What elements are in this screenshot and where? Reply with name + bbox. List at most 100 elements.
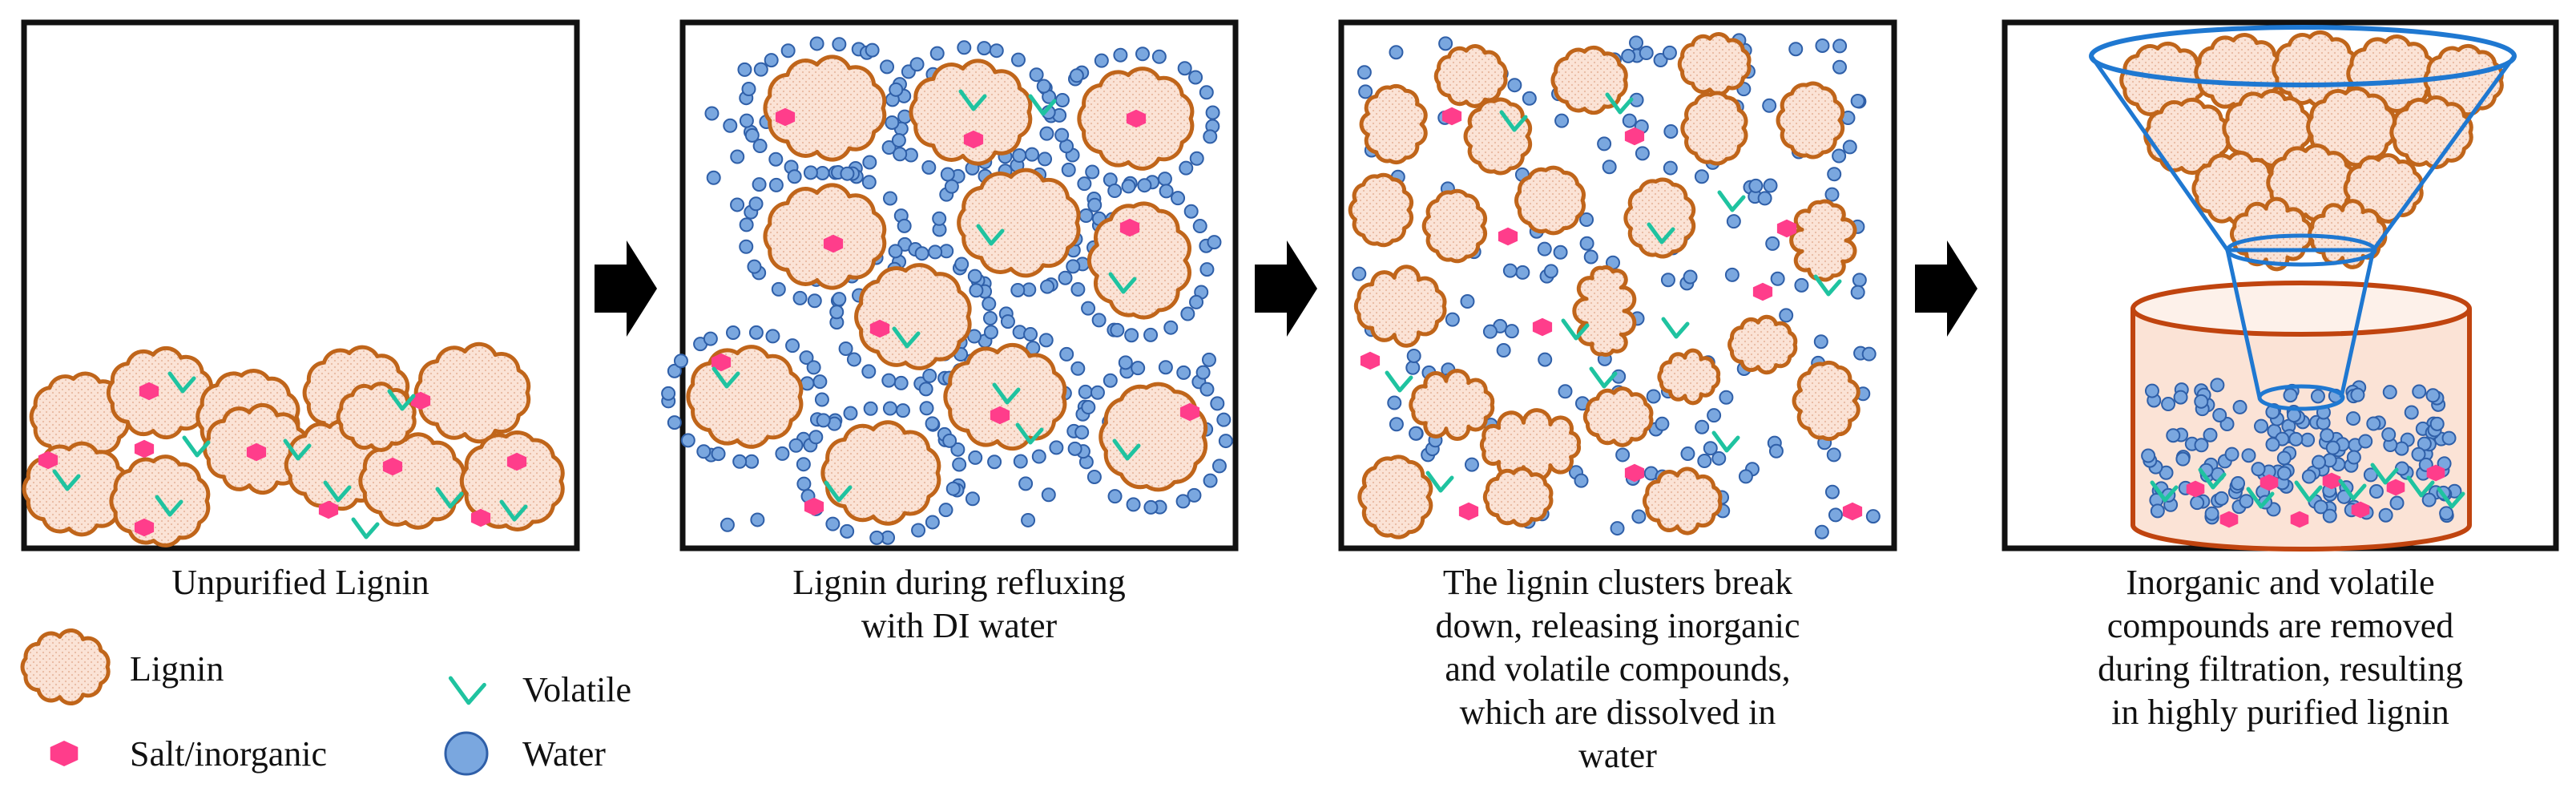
water-molecule (829, 305, 845, 320)
water-molecule (2325, 440, 2340, 455)
water-molecule (1021, 512, 1036, 527)
water-molecule (1762, 98, 1777, 113)
water-molecule (1724, 267, 1740, 282)
water-molecule (885, 115, 900, 130)
water-molecule (1832, 59, 1847, 75)
water-molecule (1203, 473, 1218, 488)
water-molecule (1543, 264, 1558, 279)
salt-particle (711, 353, 732, 372)
lignin-cluster (909, 59, 1033, 166)
water-molecule (1653, 53, 1668, 68)
water-molecule (1703, 441, 1718, 456)
water-molecule (1583, 249, 1598, 265)
water-molecule (1615, 447, 1631, 463)
water-molecule (1180, 306, 1195, 321)
water-molecule (1176, 365, 1191, 380)
water-molecule (1159, 184, 1174, 199)
water-molecule (942, 433, 957, 448)
funnel-rim (2089, 25, 2517, 87)
volatile-molecule (351, 517, 380, 539)
salt-particle (1498, 227, 1518, 246)
lignin-cluster (763, 55, 887, 162)
lignin-cluster (1099, 382, 1208, 492)
water-molecule (2276, 466, 2292, 481)
water-molecule (1107, 489, 1123, 504)
volatile-molecule (976, 224, 1005, 246)
lignin-cluster (336, 382, 417, 452)
volatile-molecule (1561, 318, 1590, 341)
water-molecule (1143, 499, 1159, 515)
water-molecule (1087, 197, 1103, 212)
volatile-molecule (2406, 475, 2435, 498)
water-molecule (723, 118, 738, 133)
lignin-cluster (957, 168, 1081, 278)
salt-particle (804, 497, 824, 516)
volatile-molecule (824, 480, 853, 503)
lignin-cluster (1680, 91, 1748, 166)
water-molecule (667, 363, 682, 378)
water-molecule (2425, 388, 2441, 403)
volatile-molecule (1028, 94, 1057, 116)
water-molecule (2322, 508, 2337, 523)
water-molecule (929, 46, 945, 61)
water-molecule (919, 401, 934, 416)
volatile-molecule (2370, 463, 2399, 485)
lignin-cluster (1479, 408, 1581, 482)
salt-particle (1624, 463, 1645, 483)
water-molecule (661, 386, 676, 401)
funnel-group (2089, 25, 2517, 411)
water-molecule (987, 455, 1002, 470)
water-molecule (1814, 524, 1829, 539)
water-molecule (2346, 450, 2361, 465)
volatile-molecule (2246, 487, 2275, 509)
water-molecule (895, 403, 910, 418)
lignin-cluster (1582, 386, 1654, 447)
water-molecule (954, 257, 970, 272)
salt-particle (410, 391, 431, 410)
water-molecule (925, 515, 940, 530)
water-molecule (891, 133, 906, 148)
water-molecule (1502, 263, 1518, 278)
salt-particle (2186, 480, 2205, 498)
water-molecule (1507, 78, 1522, 93)
water-molecule (1409, 426, 1424, 441)
water-molecule (1081, 400, 1096, 415)
salt-particle (1752, 282, 1773, 301)
lignin-cluster (20, 628, 111, 705)
water-molecule (2421, 492, 2437, 507)
water-molecule (1126, 497, 1141, 512)
lignin-cluster (2389, 95, 2473, 169)
water-molecule (809, 36, 824, 51)
water-molecule (1188, 70, 1203, 85)
water-molecule (957, 40, 972, 55)
water-molecule (1406, 348, 1421, 363)
funnel-outlet (2257, 384, 2345, 411)
water-molecule (1824, 187, 1840, 202)
water-molecule (2358, 434, 2373, 449)
water-molecule (1078, 208, 1094, 224)
water-molecule (1515, 265, 1530, 280)
water-molecule (1210, 396, 1225, 411)
water-molecule (977, 41, 992, 56)
water-molecule (2241, 448, 2256, 463)
water-molecule (1680, 446, 1695, 462)
water-molecule (1726, 214, 1741, 229)
lignin-cluster (358, 432, 466, 530)
water-molecule (750, 512, 765, 527)
water-molecule (1438, 36, 1453, 51)
water-molecule (922, 368, 937, 383)
water-molecule (2439, 506, 2454, 521)
water-molecule (911, 523, 926, 538)
water-molecule (799, 350, 814, 366)
water-molecule (861, 175, 877, 190)
water-molecule (1646, 389, 1661, 404)
water-molecule (1066, 259, 1081, 274)
water-molecule (2412, 384, 2427, 399)
water-molecule (1694, 169, 1709, 184)
water-molecule (1010, 282, 1026, 297)
water-molecule (667, 415, 682, 430)
water-molecule (843, 406, 858, 421)
water-molecule (1059, 346, 1074, 362)
volatile-molecule (155, 495, 183, 517)
water-molecule (1813, 334, 1828, 349)
